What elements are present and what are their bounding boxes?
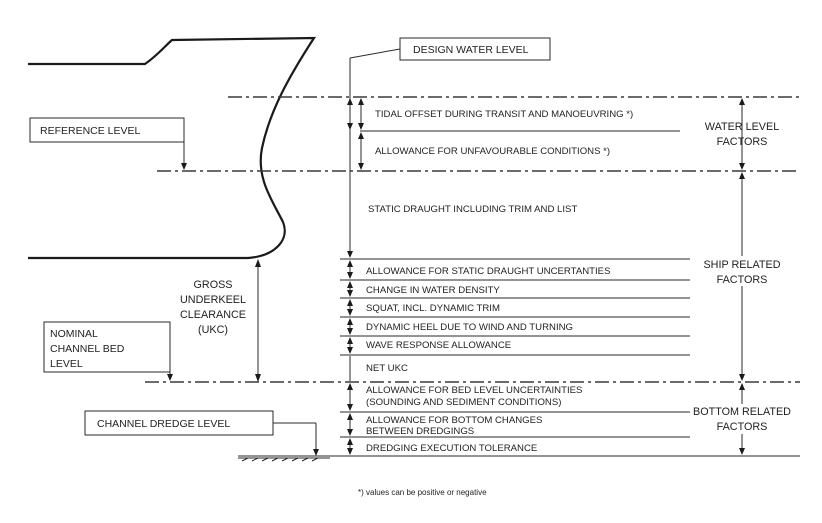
design-water-level-label: DESIGN WATER LEVEL — [413, 44, 529, 56]
reference-level-label: REFERENCE LEVEL — [40, 125, 141, 137]
nominal-channel-bed-label-line3: LEVEL — [50, 358, 83, 370]
channel-dredge-level-label: CHANNEL DREDGE LEVEL — [97, 418, 230, 430]
net-ukc-label: NET UKC — [366, 363, 408, 374]
squat-label: SQUAT, INCL. DYNAMIC TRIM — [366, 303, 500, 314]
reference-level-box: REFERENCE LEVEL — [29, 117, 187, 170]
wave-response-label: WAVE RESPONSE ALLOWANCE — [366, 340, 511, 351]
ship-related-factors-line1: SHIP RELATED — [703, 259, 780, 271]
channel-dredge-level-box: CHANNEL DREDGE LEVEL — [84, 410, 319, 456]
water-level-factors-line2: FACTORS — [717, 136, 768, 148]
unfavourable-conditions-label: ALLOWANCE FOR UNFAVOURABLE CONDITIONS *) — [375, 146, 610, 157]
svg-text:CLEARANCE: CLEARANCE — [180, 309, 246, 321]
ship-hull — [28, 36, 317, 260]
component-lines — [238, 130, 800, 457]
bed-level-uncertainties-label-line2: (SOUNDING AND SEDIMENT CONDITIONS) — [366, 397, 561, 408]
component-labels: TIDAL OFFSET DURING TRANSIT AND MANOEUVR… — [366, 109, 633, 454]
bottom-changes-label-line1: ALLOWANCE FOR BOTTOM CHANGES — [366, 415, 542, 426]
svg-text:UNDERKEEL: UNDERKEEL — [180, 294, 246, 306]
gross-ukc-label: GROSS UNDERKEEL CLEARANCE (UKC) — [180, 279, 246, 336]
bottom-related-factors-line1: BOTTOM RELATED — [693, 406, 791, 418]
tidal-offset-label: TIDAL OFFSET DURING TRANSIT AND MANOEUVR… — [375, 109, 633, 120]
svg-text:GROSS: GROSS — [194, 279, 233, 291]
svg-text:(UKC): (UKC) — [198, 324, 228, 336]
bed-level-uncertainties-label-line1: ALLOWANCE FOR BED LEVEL UNCERTAINTIES — [366, 385, 582, 396]
dynamic-heel-label: DYNAMIC HEEL DUE TO WIND AND TURNING — [366, 322, 573, 333]
component-arrows — [347, 260, 353, 455]
bottom-changes-label-line2: BETWEEN DREDGINGS — [366, 426, 474, 437]
water-level-factors-line1: WATER LEVEL — [705, 121, 779, 133]
factor-group-labels: WATER LEVEL FACTORS SHIP RELATED FACTORS… — [690, 121, 796, 434]
draught-uncertainties-label: ALLOWANCE FOR STATIC DRAUGHT UNCERTANTIE… — [366, 266, 610, 277]
nominal-channel-bed-label-line1: NOMINAL — [50, 328, 98, 340]
ship-related-factors-line2: FACTORS — [717, 274, 768, 286]
footnote: *) values can be positive or negative — [358, 488, 487, 497]
dredging-tolerance-label: DREDGING EXECUTION TOLERANCE — [366, 443, 537, 454]
design-water-level-box: DESIGN WATER LEVEL — [349, 37, 551, 61]
seabed-hatch — [238, 457, 330, 462]
water-density-label: CHANGE IN WATER DENSITY — [366, 285, 500, 296]
nominal-channel-bed-label-line2: CHANNEL BED — [50, 343, 125, 355]
nominal-channel-bed-level-box: NOMINAL CHANNEL BED LEVEL — [43, 321, 173, 381]
static-draught-label: STATIC DRAUGHT INCLUDING TRIM AND LIST — [368, 204, 577, 215]
bottom-related-factors-line2: FACTORS — [717, 421, 768, 433]
